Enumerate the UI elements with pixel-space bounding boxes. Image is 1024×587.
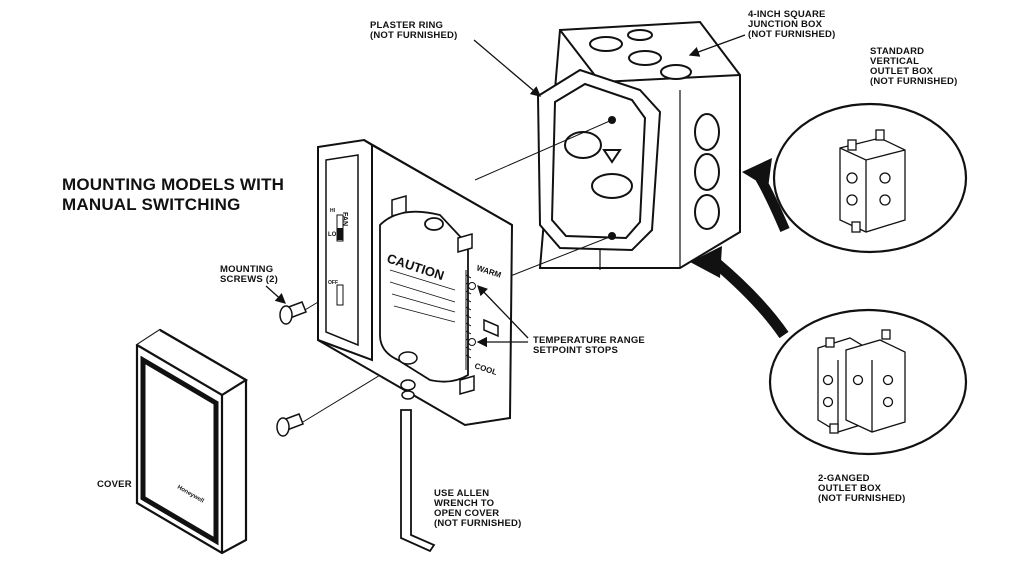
title-line-1: MOUNTING MODELS WITH xyxy=(62,175,285,194)
junction-box-label-line: 4-INCH SQUARE xyxy=(748,9,826,20)
diagram-title: MOUNTING MODELS WITH MANUAL SWITCHING xyxy=(62,175,284,215)
hex-set-screw xyxy=(398,351,418,400)
mounting-screws-label-line: SCREWS (2) xyxy=(220,274,278,285)
mounting-tabs xyxy=(391,195,499,395)
fan-label: FAN xyxy=(341,212,348,226)
allen-wrench-label: USE ALLEN WRENCH TO OPEN COVER (NOT FURN… xyxy=(434,489,521,529)
temp-stops-label-line: SETPOINT STOPS xyxy=(533,345,618,356)
ganged-box-label: 2-GANGED OUTLET BOX (NOT FURNISHED) xyxy=(818,474,905,504)
off-label: OFF xyxy=(328,280,338,286)
title-line-2: MANUAL SWITCHING xyxy=(62,195,241,214)
vertical-box-label-line: (NOT FURNISHED) xyxy=(870,76,958,87)
mounting-screw-upper xyxy=(279,301,307,325)
ganged-box-label-line: OUTLET BOX xyxy=(818,483,882,494)
junction-box-label-line: JUNCTION BOX xyxy=(748,19,823,30)
mounting-screws-label-line: MOUNTING xyxy=(220,264,274,275)
mounting-screw-lower xyxy=(276,413,304,437)
allen-wrench-label-line: OPEN COVER xyxy=(434,508,500,519)
vertical-box-label-line: OUTLET BOX xyxy=(870,66,934,77)
plaster-ring-label-line: PLASTER RING xyxy=(370,20,444,31)
allen-wrench xyxy=(400,409,436,553)
vertical-box-label-line: VERTICAL xyxy=(870,56,920,67)
callout-arrow-lower xyxy=(690,246,789,339)
cover-label: COVER xyxy=(97,480,132,490)
plaster-ring-label: PLASTER RING (NOT FURNISHED) xyxy=(370,21,457,41)
junction-box-label: 4-INCH SQUARE JUNCTION BOX (NOT FURNISHE… xyxy=(748,10,835,40)
label-leaders xyxy=(265,34,746,348)
cover-label-line: COVER xyxy=(97,479,132,490)
vertical-outlet-box-callout xyxy=(772,102,968,254)
allen-wrench-label-line: USE ALLEN xyxy=(434,488,490,499)
setpoint-scale xyxy=(465,270,476,370)
vertical-box-label: STANDARD VERTICAL OUTLET BOX (NOT FURNIS… xyxy=(870,47,957,87)
ganged-box-label-line: (NOT FURNISHED) xyxy=(818,493,906,504)
temp-stops-label-line: TEMPERATURE RANGE xyxy=(533,335,645,346)
vertical-box-label-line: STANDARD xyxy=(870,46,925,57)
ganged-outlet-box-callout xyxy=(768,308,968,456)
callout-arrow-upper xyxy=(742,158,790,232)
ganged-box-label-line: 2-GANGED xyxy=(818,473,870,484)
lo-label: LO xyxy=(328,232,337,238)
mounting-screws-label: MOUNTING SCREWS (2) xyxy=(220,265,278,285)
cover xyxy=(135,328,249,555)
temp-stops-label: TEMPERATURE RANGE SETPOINT STOPS xyxy=(533,336,645,356)
allen-wrench-label-line: WRENCH TO xyxy=(434,498,495,509)
fan-switch xyxy=(336,214,344,306)
plaster-ring-label-line: (NOT FURNISHED) xyxy=(370,30,458,41)
thermostat-body xyxy=(379,210,469,383)
hi-label: HI xyxy=(330,208,336,214)
junction-box-label-line: (NOT FURNISHED) xyxy=(748,29,836,40)
plaster-ring xyxy=(536,68,662,252)
allen-wrench-label-line: (NOT FURNISHED) xyxy=(434,518,522,529)
